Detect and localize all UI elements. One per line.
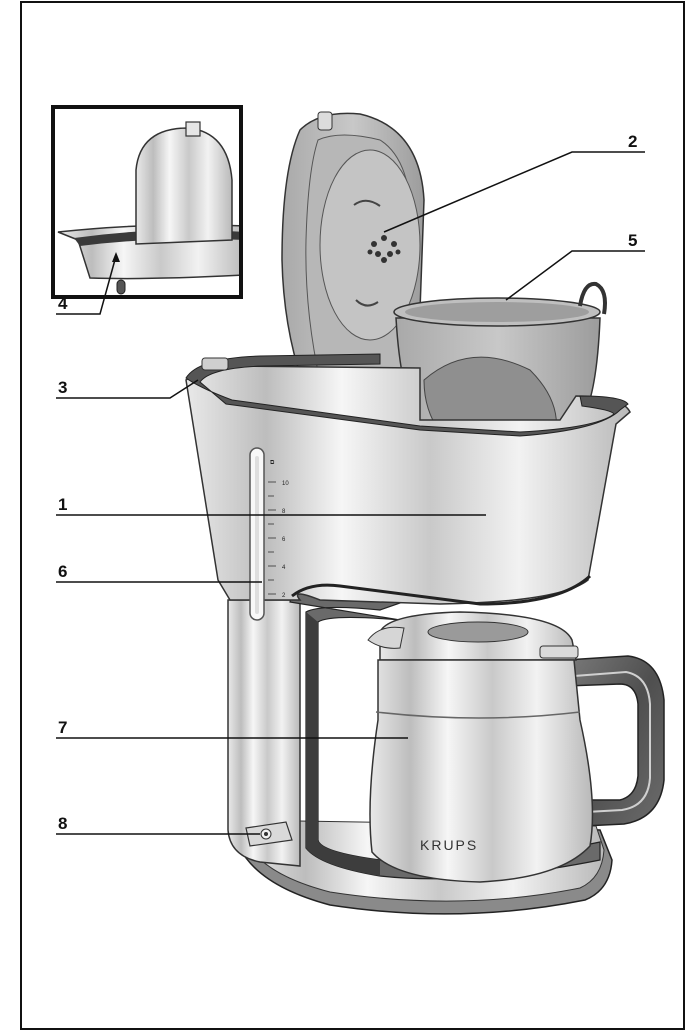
callout-4: 4 — [58, 294, 68, 313]
water-scale: ⧉ 10 8 6 4 2 — [268, 460, 289, 599]
scale-4: 4 — [282, 565, 286, 571]
callouts — [56, 151, 645, 835]
thermal-jug: KRUPS — [367, 611, 665, 883]
scale-8: 8 — [282, 509, 286, 515]
filter-lid — [281, 111, 425, 421]
cup-icon: ⧉ — [270, 460, 275, 466]
callout-7: 7 — [58, 718, 67, 737]
callout-3: 3 — [58, 378, 67, 397]
scale-10: 10 — [282, 481, 289, 487]
callout-labels: 1 2 3 4 5 6 7 8 — [58, 132, 637, 833]
scale-2: 2 — [282, 593, 286, 599]
brand-logo: KRUPS — [420, 837, 478, 853]
callout-2: 2 — [628, 132, 637, 151]
leader-3 — [56, 379, 199, 399]
callout-6: 6 — [58, 562, 67, 581]
callout-5: 5 — [628, 231, 637, 250]
filter-basket — [393, 281, 607, 433]
water-tank: ⧉ 10 8 6 4 2 — [185, 353, 631, 621]
callout-8: 8 — [58, 814, 67, 833]
leader-2 — [383, 151, 645, 233]
callout-1: 1 — [58, 495, 67, 514]
leader-5 — [505, 250, 645, 301]
scale-6: 6 — [282, 537, 286, 543]
power-switch[interactable] — [245, 821, 293, 847]
leader-4 — [56, 255, 117, 315]
inset-detail — [51, 105, 243, 299]
